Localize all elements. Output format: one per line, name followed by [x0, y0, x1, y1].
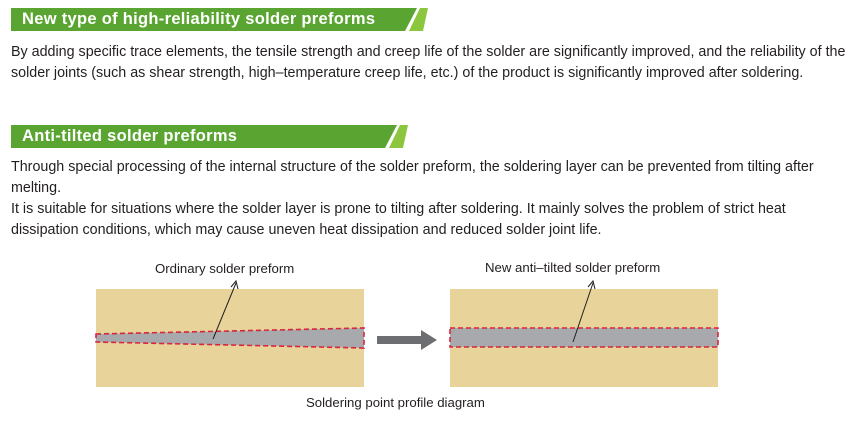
section-body-high-reliability: By adding specific trace elements, the t… [11, 44, 846, 81]
anti-tilted-preform-label: New anti–tilted solder preform [485, 260, 661, 275]
ordinary-preform-cross-section [95, 279, 365, 387]
pointer-line-right [572, 282, 594, 343]
pointer-arrowhead-left [230, 279, 239, 290]
anti-tilted-preform-cross-section [449, 279, 719, 387]
section-body-anti-tilted-1: Through special processing of the intern… [11, 159, 814, 196]
level-solder-outline [449, 327, 719, 348]
level-solder-layer [450, 328, 718, 347]
banner-background [11, 125, 408, 148]
tilted-solder-outline [95, 327, 365, 349]
section-body-anti-tilted-2: It is suitable for situations where the … [11, 201, 786, 238]
section-banner-anti-tilted: Anti-tilted solder preforms [11, 125, 411, 148]
section-title-anti-tilted: Anti-tilted solder preforms [22, 127, 238, 145]
pointer-line-left [212, 282, 237, 340]
section-banner-high-reliability: New type of high-reliability solder pref… [11, 8, 431, 31]
section-title-high-reliability: New type of high-reliability solder pref… [22, 10, 376, 28]
transition-arrow-icon [377, 330, 437, 350]
diagram-caption: Soldering point profile diagram [306, 395, 485, 410]
banner-background [11, 8, 428, 31]
solder-profile-diagram [95, 279, 719, 387]
pointer-arrowhead-right [587, 279, 596, 290]
ordinary-preform-label: Ordinary solder preform [155, 261, 295, 276]
